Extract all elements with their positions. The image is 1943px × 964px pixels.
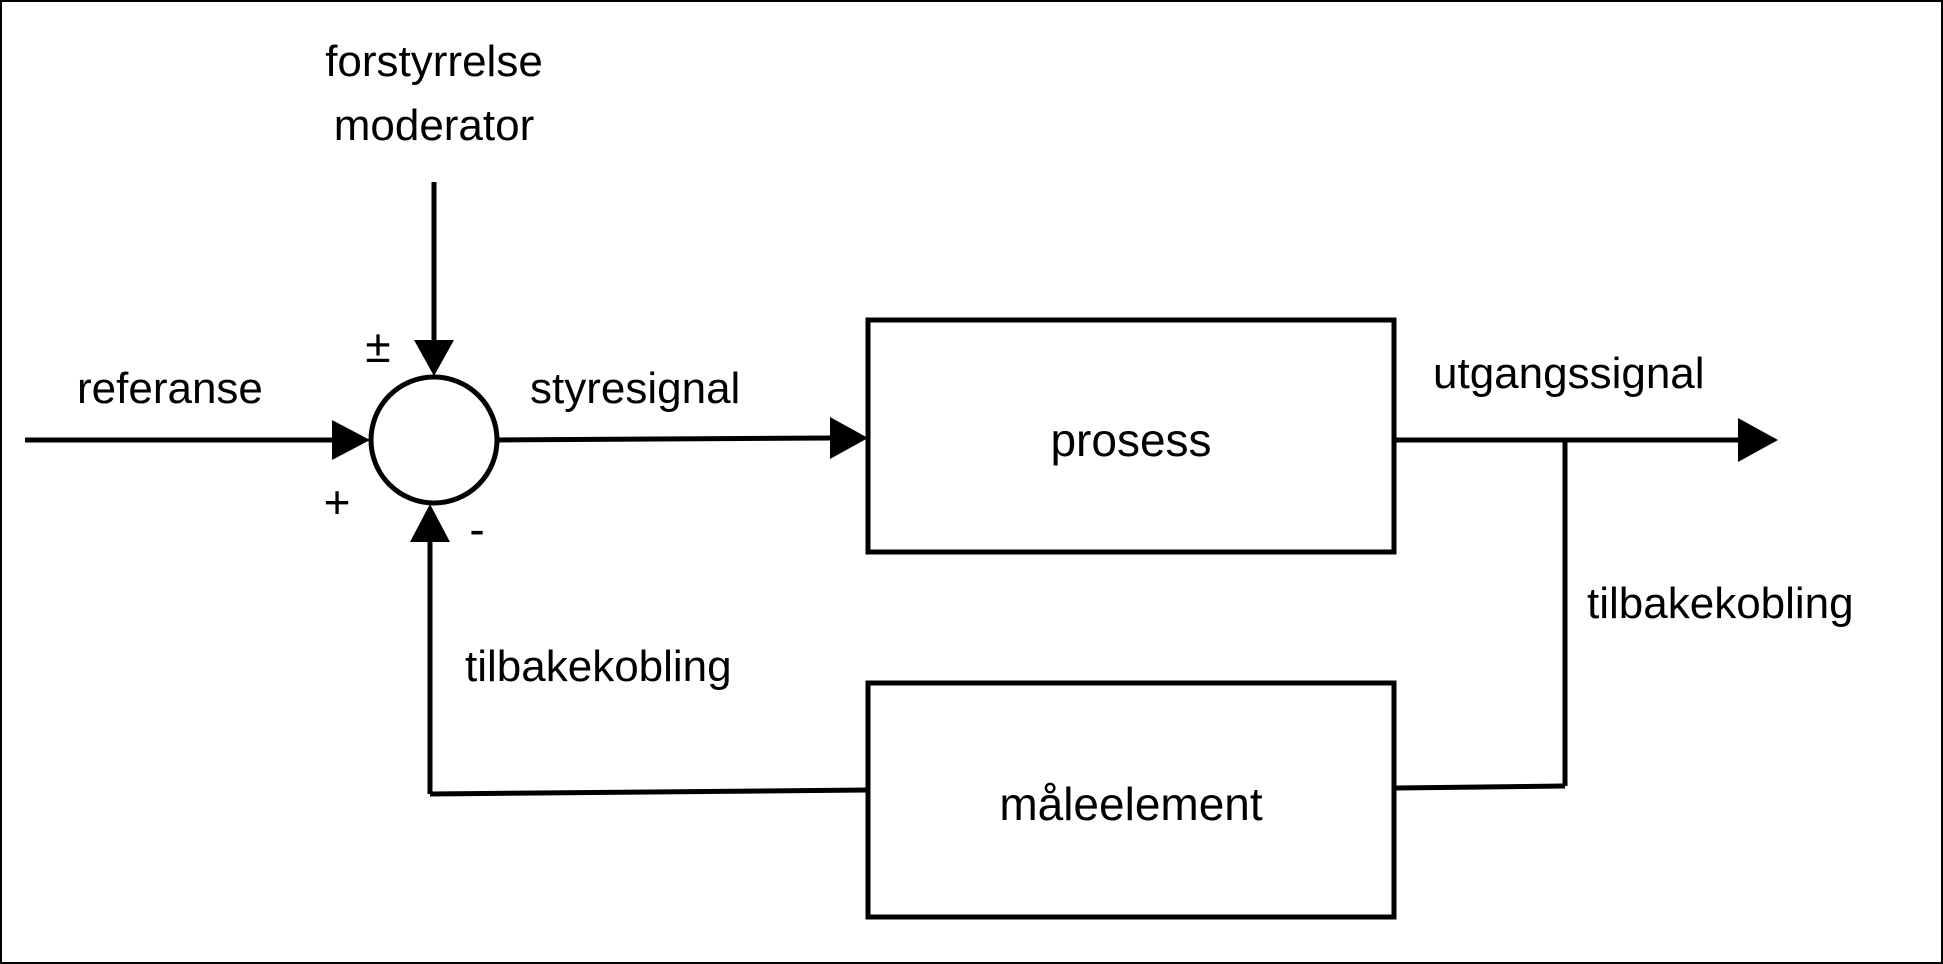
output-arrowhead bbox=[1738, 418, 1778, 462]
feedback-left-label: tilbakekobling bbox=[465, 642, 732, 691]
sign-minus: - bbox=[469, 503, 484, 555]
feedback-bottom-line bbox=[429, 787, 869, 797]
summing-junction bbox=[368, 374, 500, 506]
sign-plus-minus: ± bbox=[365, 320, 390, 372]
control-signal-line bbox=[496, 435, 831, 443]
process-label: prosess bbox=[1050, 414, 1211, 466]
reference-arrowhead bbox=[332, 420, 370, 460]
disturbance-arrowhead bbox=[414, 340, 454, 376]
measurement-label: måleelement bbox=[999, 778, 1263, 830]
process-block bbox=[865, 317, 1397, 555]
measurement-block bbox=[865, 680, 1397, 920]
output-signal-label: utgangssignal bbox=[1433, 349, 1705, 398]
feedback-arrowhead bbox=[410, 504, 450, 542]
feedback-right-label: tilbakekobling bbox=[1587, 579, 1854, 628]
feedback-to-measurement-line bbox=[1393, 783, 1566, 791]
reference-label: referanse bbox=[77, 364, 263, 413]
control-signal-arrowhead bbox=[830, 417, 868, 459]
disturbance-label-line1: forstyrrelse bbox=[325, 37, 543, 86]
sign-plus: + bbox=[324, 476, 351, 528]
disturbance-label-line2: moderator bbox=[334, 101, 535, 150]
control-signal-label: styresignal bbox=[530, 364, 740, 413]
